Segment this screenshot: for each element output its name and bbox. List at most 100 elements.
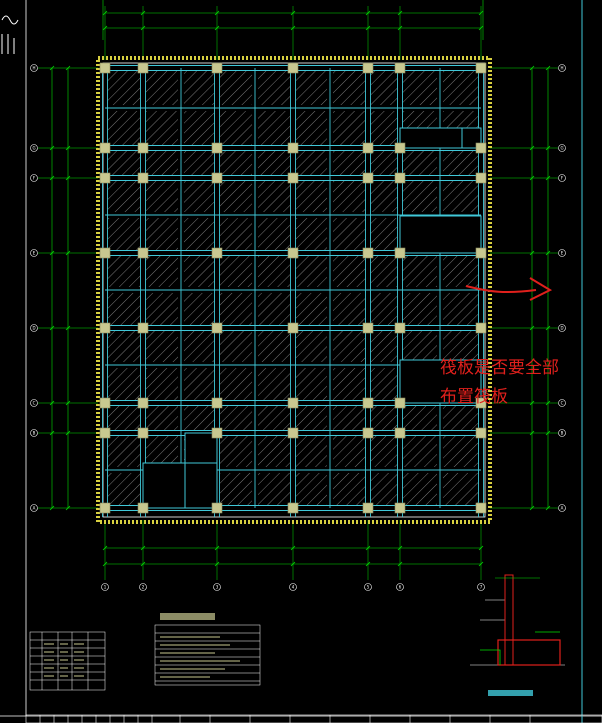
slab-panel	[371, 436, 397, 467]
svg-text:G: G	[32, 146, 35, 151]
slab-panel	[296, 181, 327, 212]
annotation-line-2: 布置筏板	[440, 387, 508, 407]
slab-panel	[108, 473, 140, 505]
slab-panel	[258, 256, 290, 287]
slab-panel	[146, 256, 178, 287]
column-pad	[137, 427, 149, 439]
slab-panel	[184, 218, 214, 250]
slab-panel	[184, 406, 214, 430]
grid-bubble-col-4: 4	[289, 583, 297, 591]
slab-panel	[403, 473, 437, 505]
slab-panel	[371, 218, 397, 250]
svg-text:C: C	[561, 401, 564, 406]
opening	[142, 462, 186, 509]
svg-text:E: E	[561, 251, 564, 256]
slab-panel	[296, 218, 327, 250]
column-pads	[99, 62, 487, 514]
slab-panel	[443, 293, 478, 325]
grid-bubble-row-right-C: C	[558, 399, 566, 407]
svg-text:D: D	[32, 326, 35, 331]
grid-bubble-col-5: 5	[364, 583, 372, 591]
grid-bubble-row-left-F: F	[30, 174, 38, 182]
column-pad	[211, 322, 223, 334]
column-pad	[475, 502, 487, 514]
slab-panel	[371, 331, 397, 362]
column-pad	[362, 142, 374, 154]
annotation-arrow	[465, 277, 553, 301]
column-pad	[211, 247, 223, 259]
slab-panel	[296, 331, 327, 362]
grid-bubble-col-6: 6	[396, 583, 404, 591]
slab-panel	[333, 331, 365, 362]
slab-panel	[220, 406, 252, 430]
slab-panel	[403, 71, 437, 105]
column-pad	[99, 172, 111, 184]
grid-bubble-row-right-D: D	[558, 324, 566, 332]
slab-panel	[108, 293, 140, 325]
slab-panel	[258, 368, 290, 400]
slab-panel	[184, 368, 214, 400]
slab-panel	[443, 473, 478, 505]
column-pad	[137, 247, 149, 259]
slab-panel	[443, 406, 478, 430]
slab-panel	[403, 331, 437, 362]
slab-panel	[333, 473, 365, 505]
slab-panel	[258, 406, 290, 430]
column-pad	[137, 502, 149, 514]
slab-panel	[108, 368, 140, 400]
slab-panel	[184, 331, 214, 362]
slab-panel	[258, 331, 290, 362]
slab-panel	[258, 151, 290, 175]
svg-text:H: H	[560, 66, 563, 71]
slab-panel	[184, 151, 214, 175]
opening	[399, 127, 463, 149]
slab-panel	[220, 368, 252, 400]
grid-bubble-col-1: 1	[101, 583, 109, 591]
grid-bubble-row-left-A: A	[30, 504, 38, 512]
slab-panel	[146, 293, 178, 325]
svg-text:C: C	[33, 401, 36, 406]
slab-panel	[443, 71, 478, 105]
column-pad	[99, 397, 111, 409]
slab-panel	[258, 293, 290, 325]
slab-panel	[333, 293, 365, 325]
slab-panel	[146, 181, 178, 212]
svg-text:H: H	[32, 66, 35, 71]
column-pad	[362, 397, 374, 409]
column-pad	[394, 172, 406, 184]
slab-panel	[258, 436, 290, 467]
grid-bubble-row-right-F: F	[558, 174, 566, 182]
column-pad	[99, 247, 111, 259]
slab-panel	[371, 256, 397, 287]
slab-panel	[403, 436, 437, 467]
slab-panel	[184, 256, 214, 287]
slab-panel	[146, 71, 178, 105]
column-pad	[99, 427, 111, 439]
slab-panel	[220, 293, 252, 325]
annotation-line-1: 筏板是否要全部	[440, 358, 559, 378]
slab-panel	[296, 436, 327, 467]
column-pad	[211, 397, 223, 409]
column-pad	[137, 62, 149, 74]
grid-bubble-row-right-G: G	[558, 144, 566, 152]
column-pad	[475, 247, 487, 259]
svg-text:2: 2	[142, 585, 145, 590]
column-pad	[287, 142, 299, 154]
slab-panel	[443, 256, 478, 287]
column-pad	[362, 247, 374, 259]
slab-panel	[258, 473, 290, 505]
slab-panel	[443, 331, 478, 362]
grid-bubble-row-left-G: G	[30, 144, 38, 152]
column-pad	[475, 142, 487, 154]
slab-panel	[146, 368, 178, 400]
column-pad	[99, 322, 111, 334]
svg-text:6: 6	[399, 585, 402, 590]
slab-panel	[403, 151, 437, 175]
slab-panel	[220, 218, 252, 250]
column-pad	[394, 247, 406, 259]
column-pad	[475, 322, 487, 334]
slab-panel	[371, 181, 397, 212]
column-pad	[99, 62, 111, 74]
svg-text:G: G	[560, 146, 563, 151]
slab-panel	[108, 71, 140, 105]
